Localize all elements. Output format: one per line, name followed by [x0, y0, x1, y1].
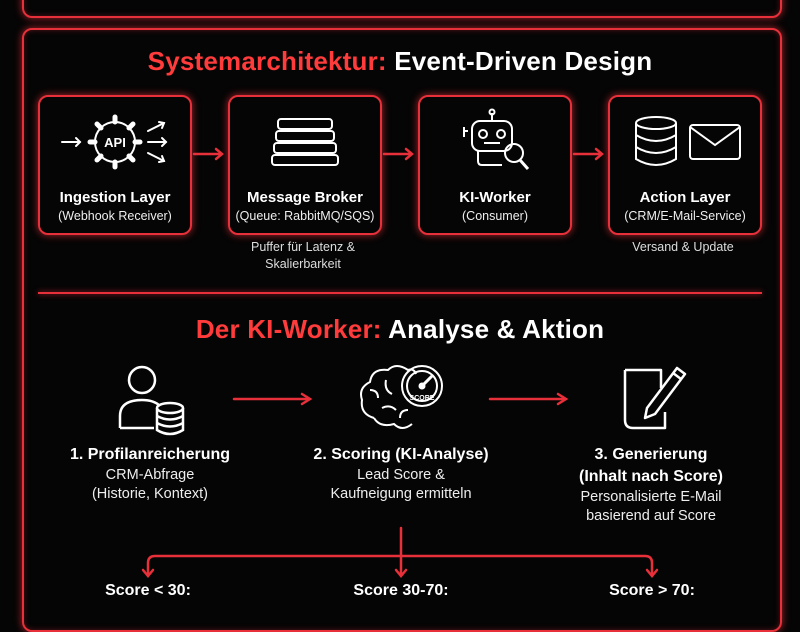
step-profilanreicherung: 1. Profilanreicherung CRM-Abfrage (Histo…: [40, 360, 260, 504]
node-ki-worker: KI-Worker (Consumer): [418, 95, 572, 235]
node-action-layer: Action Layer (CRM/E-Mail-Service): [608, 95, 762, 235]
branch-label-high: Score > 70:: [609, 582, 695, 599]
step-generierung: 3. Generierung (Inhalt nach Score) Perso…: [541, 360, 761, 526]
node-name: KI-Worker: [459, 189, 531, 206]
action-note: Versand & Update: [632, 240, 734, 254]
step-scoring: SCORE 2. Scoring (KI-Analyse) Lead Score…: [291, 360, 511, 504]
branch-left: [146, 554, 403, 577]
node-name: Ingestion Layer: [59, 189, 171, 206]
worker-title-rest: Analyse & Aktion: [388, 314, 605, 344]
worker-title-accent: Der KI-Worker:: [195, 314, 382, 344]
node-message-broker: Message Broker (Queue: RabbitMQ/SQS): [228, 95, 382, 235]
node-ingestion-layer: API Ingestion Layer (Webhook Receiver): [38, 95, 192, 235]
step-name: 1. Profilanreicherung: [69, 446, 231, 463]
stack-layers-icon: [230, 109, 380, 175]
node-name: Action Layer: [639, 189, 731, 206]
step-desc: CRM-Abfrage (Historie, Kontext): [91, 467, 209, 502]
section-divider: [38, 292, 762, 294]
api-gear-icon: API: [40, 109, 190, 175]
branch-right: [399, 554, 654, 577]
top-panel: [22, 0, 782, 18]
node-sub: (Queue: RabbitMQ/SQS): [235, 209, 375, 223]
user-database-icon: [110, 360, 190, 438]
score-icon-text: SCORE: [410, 395, 435, 402]
document-pen-icon: [611, 360, 691, 438]
robot-magnifier-icon: [420, 108, 570, 175]
node-name: Message Broker: [247, 189, 363, 206]
node-sub: (Webhook Receiver): [58, 209, 172, 223]
architecture-title: Systemarchitektur: Event-Driven Design: [0, 46, 800, 77]
node-sub: (CRM/E-Mail-Service): [624, 209, 746, 223]
database-mail-icon: [610, 109, 760, 175]
branch-label-mid: Score 30-70:: [353, 582, 449, 599]
brain-gauge-icon: SCORE: [356, 360, 446, 438]
architecture-title-rest: Event-Driven Design: [394, 46, 653, 76]
node-sub: (Consumer): [462, 209, 528, 223]
step-desc: Lead Score & Kaufneigung ermitteln: [330, 467, 472, 502]
step-name: 3. Generierung (Inhalt nach Score): [578, 446, 724, 485]
architecture-arrows: [141, 147, 659, 578]
step-desc: Personalisierte E-Mail basierend auf Sco…: [580, 489, 722, 524]
broker-note: Puffer für Latenz & Skalierbarkeit: [251, 240, 355, 271]
architecture-title-accent: Systemarchitektur:: [147, 46, 387, 76]
step-name: 2. Scoring (KI-Analyse): [313, 446, 489, 463]
api-icon-text: API: [104, 135, 126, 150]
branch-label-low: Score < 30:: [105, 582, 191, 599]
worker-title: Der KI-Worker: Analyse & Aktion: [0, 314, 800, 345]
